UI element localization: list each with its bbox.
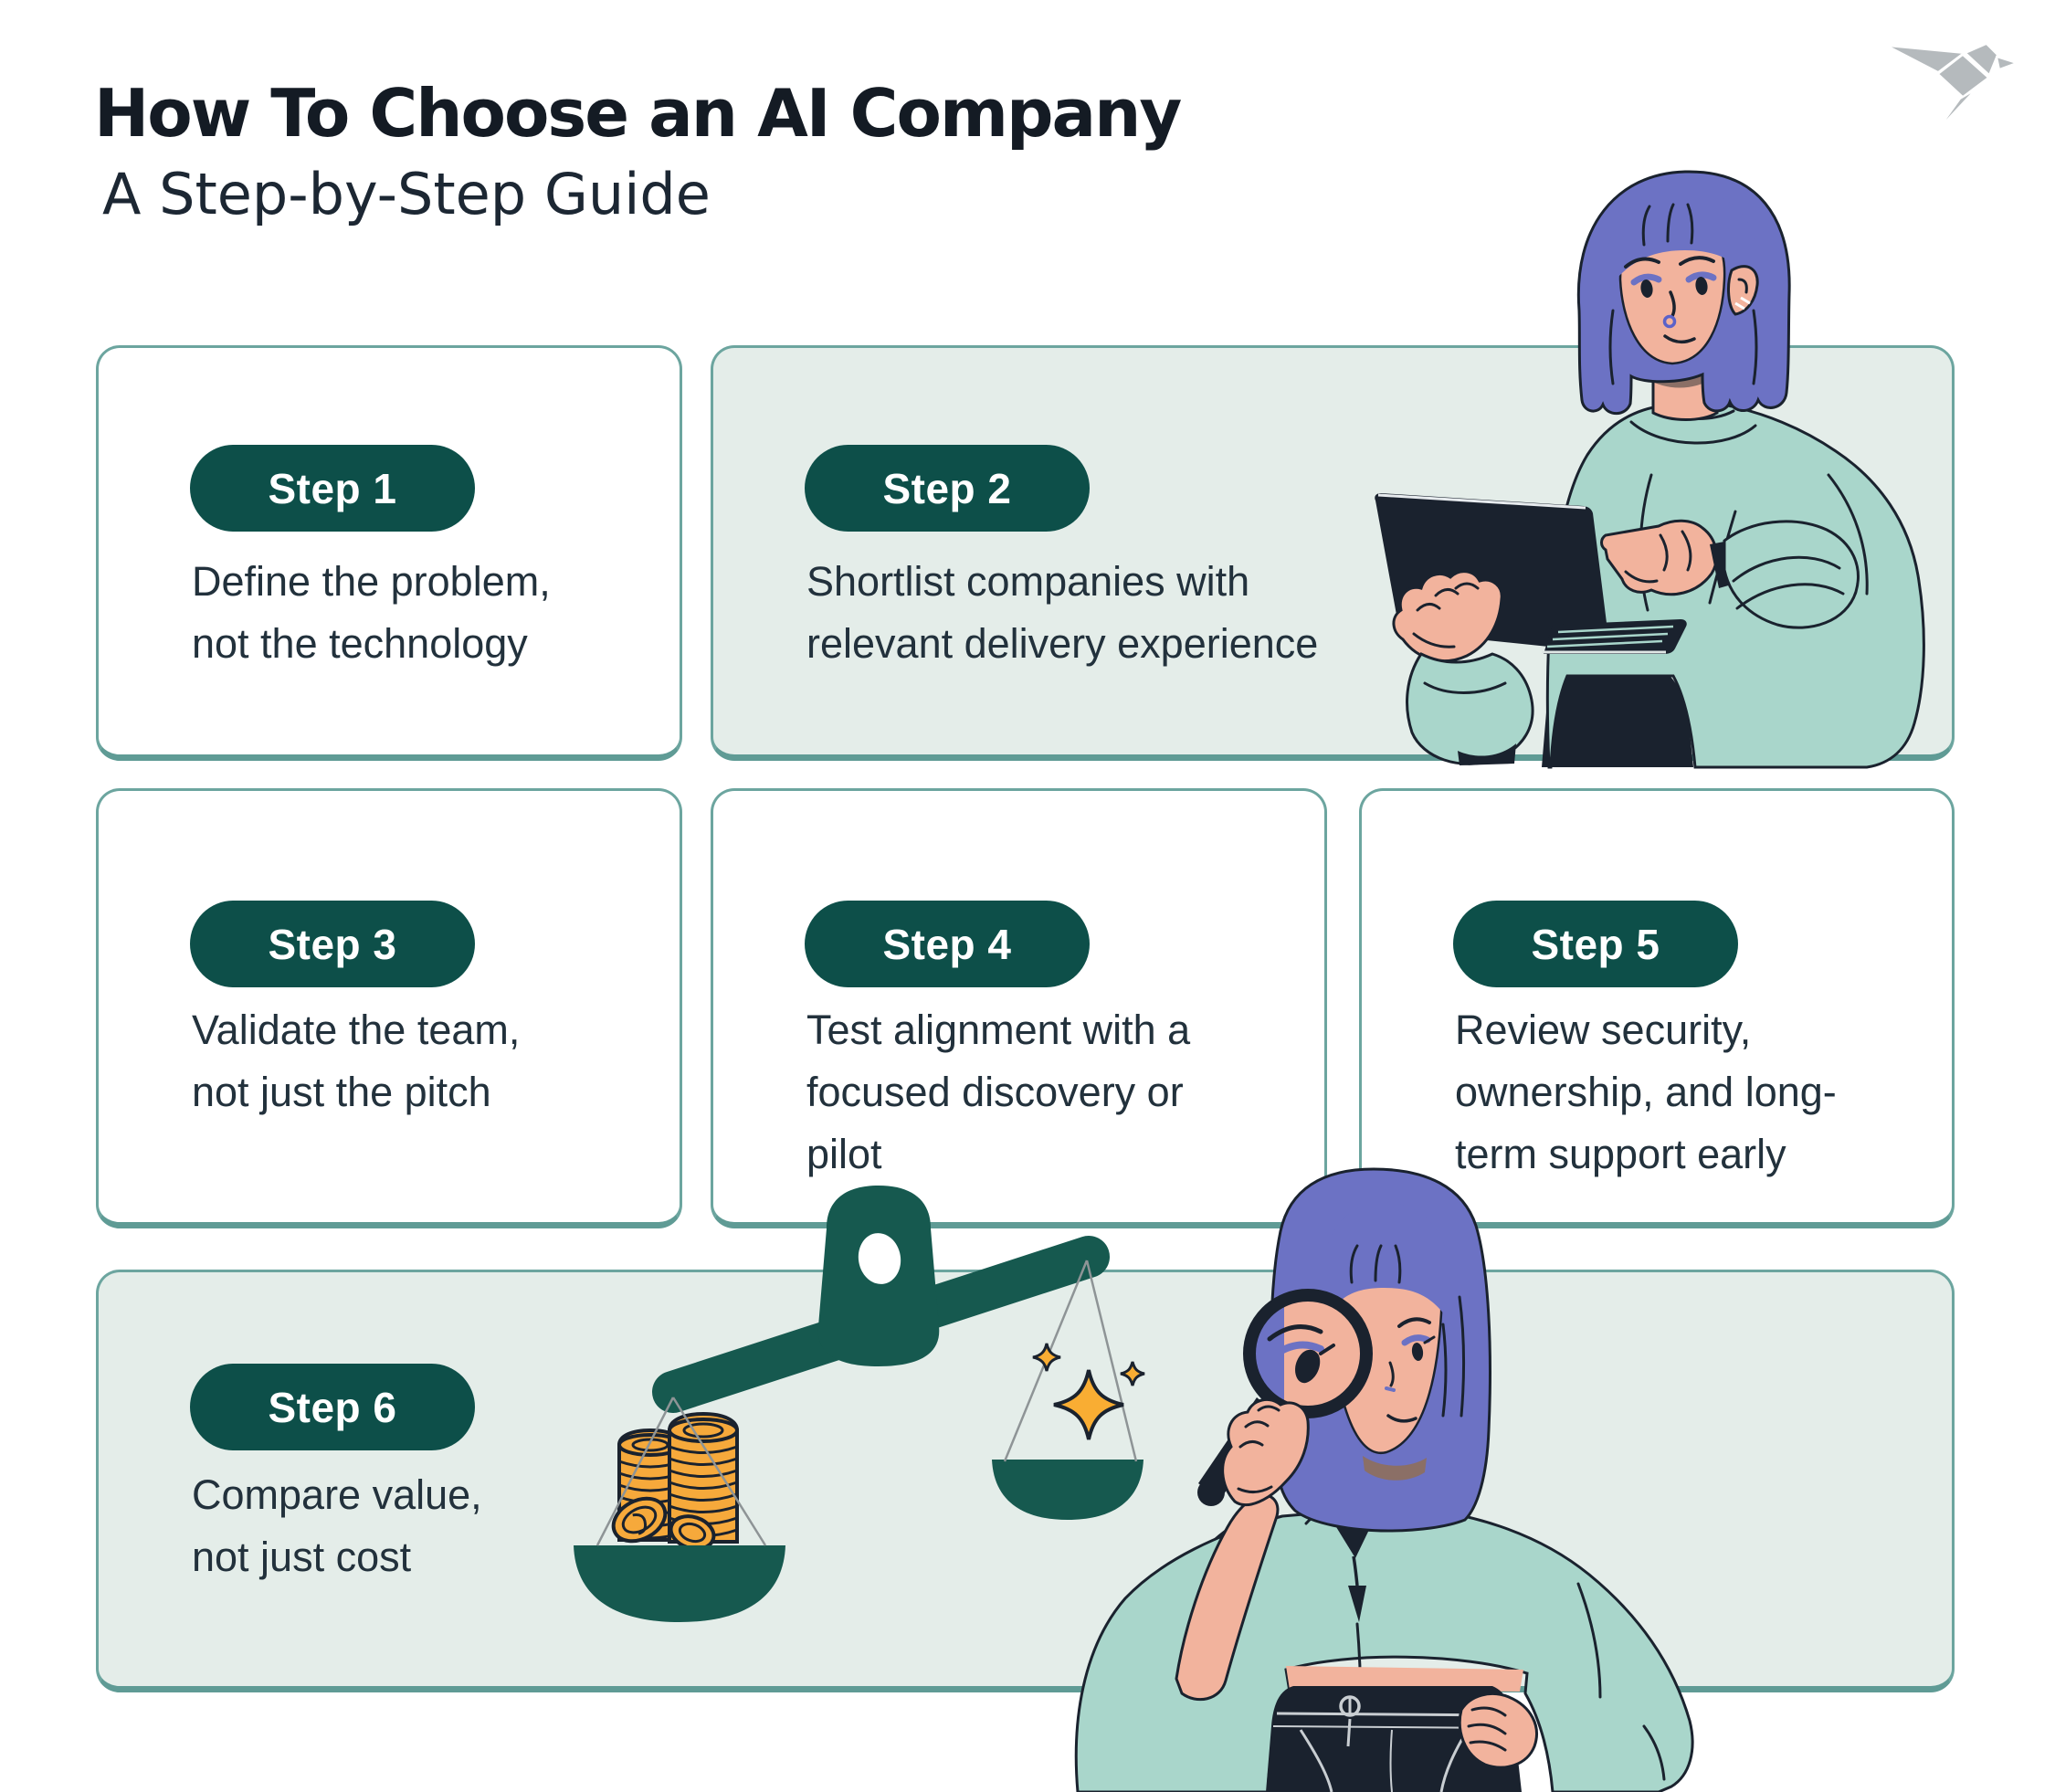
loose-coin	[669, 1514, 716, 1551]
skirt	[1542, 674, 1693, 767]
bird-tail	[1936, 89, 1976, 132]
right-cuff	[1723, 520, 1860, 629]
step-card-4: Step 4 Test alignment with a focused dis…	[711, 788, 1327, 1228]
fringe	[1604, 188, 1762, 296]
step-card-3: Step 3 Validate the team, not just the p…	[96, 788, 682, 1228]
step-6-badge: Step 6	[190, 1364, 475, 1450]
earring-icon	[1734, 296, 1751, 311]
step-1-text: Define the problem, not the technology	[192, 558, 551, 667]
chin-shadow	[1363, 1456, 1427, 1481]
step-4-text: Test alignment with a focused discovery …	[806, 1007, 1191, 1177]
bird-beak	[1996, 56, 2018, 70]
face-features	[1385, 1317, 1436, 1423]
page-title: How To Choose an AI Company	[94, 75, 1182, 152]
step-5-badge: Step 5	[1453, 901, 1738, 987]
forearm	[1175, 1493, 1280, 1702]
loose-coin	[611, 1496, 668, 1544]
step-3-text: Validate the team, not just the pitch	[192, 1007, 521, 1115]
bird-wing	[1886, 45, 1965, 73]
scale-right-pan	[992, 1460, 1143, 1520]
step-4-badge: Step 4	[805, 901, 1090, 987]
scale-left-pan	[574, 1545, 785, 1622]
woman-with-laptop-illustration	[1375, 170, 1925, 769]
origami-bird-icon	[1886, 43, 2018, 132]
scale-strings	[595, 1260, 1138, 1546]
nose-ring-icon	[1662, 314, 1677, 329]
bird-body	[1937, 54, 1989, 98]
page-subtitle: A Step-by-Step Guide	[102, 161, 711, 227]
woman-with-magnifier-illustration	[1074, 1167, 1694, 1792]
step-card-5: Step 5 Review security, ownership, and l…	[1359, 788, 1955, 1228]
hip-hand	[1458, 1692, 1538, 1769]
bird-head	[1965, 43, 1998, 76]
coin-stacks	[611, 1411, 739, 1551]
step-2-text: Shortlist companies with relevant delive…	[806, 558, 1319, 667]
step-card-1: Step 1 Define the problem, not the techn…	[96, 345, 682, 761]
magnifier-hand	[1221, 1397, 1310, 1507]
zipper-tassel	[1348, 1586, 1366, 1622]
face-features	[1624, 256, 1717, 344]
sparkle-icon	[1032, 1343, 1145, 1440]
balance-scale-illustration	[574, 1186, 1145, 1622]
step-6-text: Compare value, not just cost	[192, 1471, 482, 1580]
step-1-badge: Step 1	[190, 445, 475, 532]
fringe	[1318, 1202, 1457, 1332]
step-2-badge: Step 2	[805, 445, 1090, 532]
scale-pivot-hole	[858, 1233, 901, 1284]
sleeve-cuff	[1406, 652, 1534, 765]
step-3-badge: Step 3	[190, 901, 475, 987]
step-5-text: Review security, ownership, and long- te…	[1455, 1007, 1837, 1177]
step-card-6: Step 6 Compare value, not just cost	[96, 1270, 1955, 1692]
